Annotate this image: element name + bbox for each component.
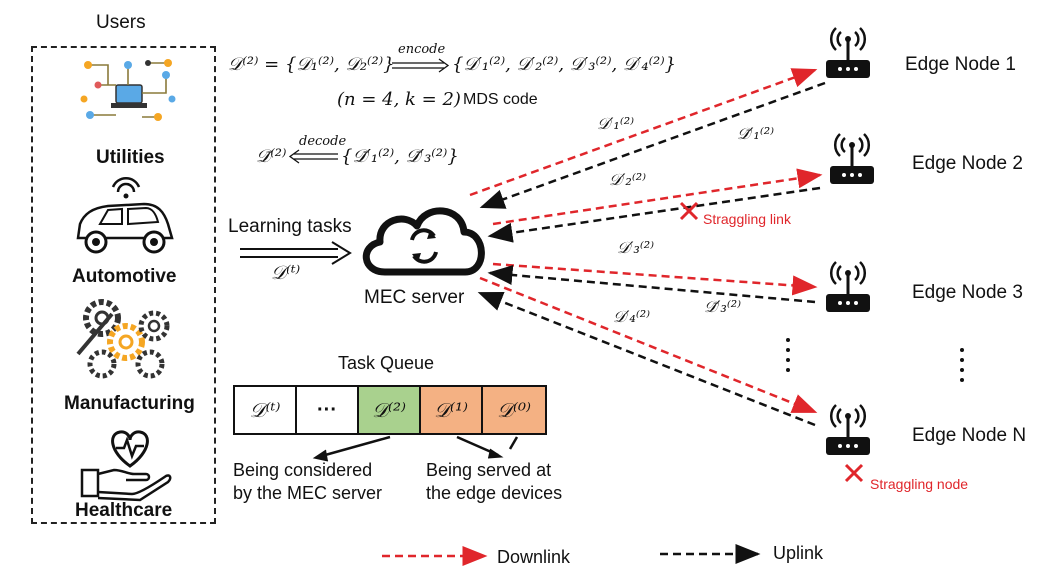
label-d3bar: 𝒟̄′₃⁽²⁾	[704, 297, 742, 316]
straggling-node-label: Straggling node	[870, 476, 969, 492]
caption-considered-line1: Being considered	[233, 460, 373, 480]
downlink-node1	[469, 68, 818, 197]
label-d1bar: 𝒟̄′₁⁽²⁾	[737, 124, 775, 143]
router-icon-node2	[830, 133, 874, 184]
encode-arrow	[392, 58, 450, 73]
queue-cell-dt: 𝒟⁽ᵗ⁾	[233, 385, 297, 435]
category-automotive: Automotive	[72, 266, 177, 287]
category-utilities: Utilities	[96, 147, 165, 168]
edge-node-n-label: Edge Node N	[912, 425, 1027, 446]
healthcare-icon	[80, 430, 172, 502]
edge-node-2-label: Edge Node 2	[912, 153, 1023, 174]
label-d3: 𝒟′₃⁽²⁾	[617, 238, 655, 257]
queue-cell-d1: 𝒟⁽¹⁾	[419, 385, 483, 435]
encode-lhs: 𝒟⁽²⁾ = {𝒟₁⁽²⁾, 𝒟₂⁽²⁾}	[228, 54, 395, 75]
downlink-node2	[492, 168, 823, 226]
queue-cell-d0: 𝒟⁽⁰⁾	[481, 385, 547, 435]
edge-node-1-label: Edge Node 1	[905, 54, 1016, 75]
learning-tasks-arrow	[240, 241, 352, 265]
queue-cell-d2: 𝒟⁽²⁾	[357, 385, 421, 435]
automotive-icon	[76, 177, 174, 254]
mds-params: (n = 4, k = 2)	[337, 89, 461, 110]
queue-pointer-arrows	[312, 435, 519, 462]
mds-code-label: MDS code	[463, 91, 538, 108]
category-manufacturing: Manufacturing	[64, 393, 195, 414]
cloud-server-icon	[362, 207, 485, 276]
uplink-node3	[487, 265, 816, 304]
decode-lhs: 𝒟̄⁽²⁾	[256, 146, 287, 167]
decode-rhs: {𝒟̄′₁⁽²⁾, 𝒟̄′₃⁽²⁾}	[341, 146, 459, 167]
node-ellipsis	[786, 338, 964, 382]
mec-server-label: MEC server	[364, 287, 465, 308]
caption-served-line2: the edge devices	[426, 483, 563, 503]
label-d1: 𝒟′₁⁽²⁾	[597, 114, 635, 133]
task-symbol: 𝒟⁽ᵗ⁾	[271, 262, 301, 284]
straggling-link-x	[679, 201, 699, 221]
straggling-link-label: Straggling link	[703, 211, 791, 227]
utilities-icon	[80, 59, 176, 121]
category-healthcare: Healthcare	[75, 500, 173, 521]
learning-tasks-label: Learning tasks	[228, 216, 352, 237]
encode-rhs: {𝒟′₁⁽²⁾, 𝒟′₂⁽²⁾, 𝒟′₃⁽²⁾, 𝒟′₄⁽²⁾}	[452, 54, 677, 75]
legend-downlink-label: Downlink	[497, 547, 571, 567]
decode-arrow	[288, 149, 338, 164]
label-d4: 𝒟′₄⁽²⁾	[613, 307, 651, 326]
manufacturing-icon	[76, 299, 170, 379]
users-panel	[31, 46, 216, 524]
router-icon-node3	[826, 261, 870, 312]
caption-considered-line2: by the MEC server	[233, 483, 383, 503]
users-title: Users	[96, 12, 146, 33]
router-icon-nodeN	[826, 404, 870, 455]
decode-operator: decode	[299, 134, 347, 149]
encode-operator: encode	[398, 42, 446, 57]
downlink-nodeN	[479, 276, 818, 414]
legend-uplink-label: Uplink	[773, 543, 824, 563]
downlink-node3	[492, 262, 818, 296]
task-queue-title: Task Queue	[338, 353, 435, 373]
edge-node-3-label: Edge Node 3	[912, 282, 1023, 303]
caption-served-line1: Being served at	[426, 460, 552, 480]
uplink-nodeN	[477, 291, 816, 427]
uplink-node1	[479, 81, 826, 209]
queue-cell-ellipsis: ···	[295, 385, 359, 435]
label-d2: 𝒟′₂⁽²⁾	[609, 170, 647, 189]
straggling-node-x	[844, 463, 864, 483]
router-icon-node1	[826, 27, 870, 78]
uplink-node2	[487, 186, 821, 243]
